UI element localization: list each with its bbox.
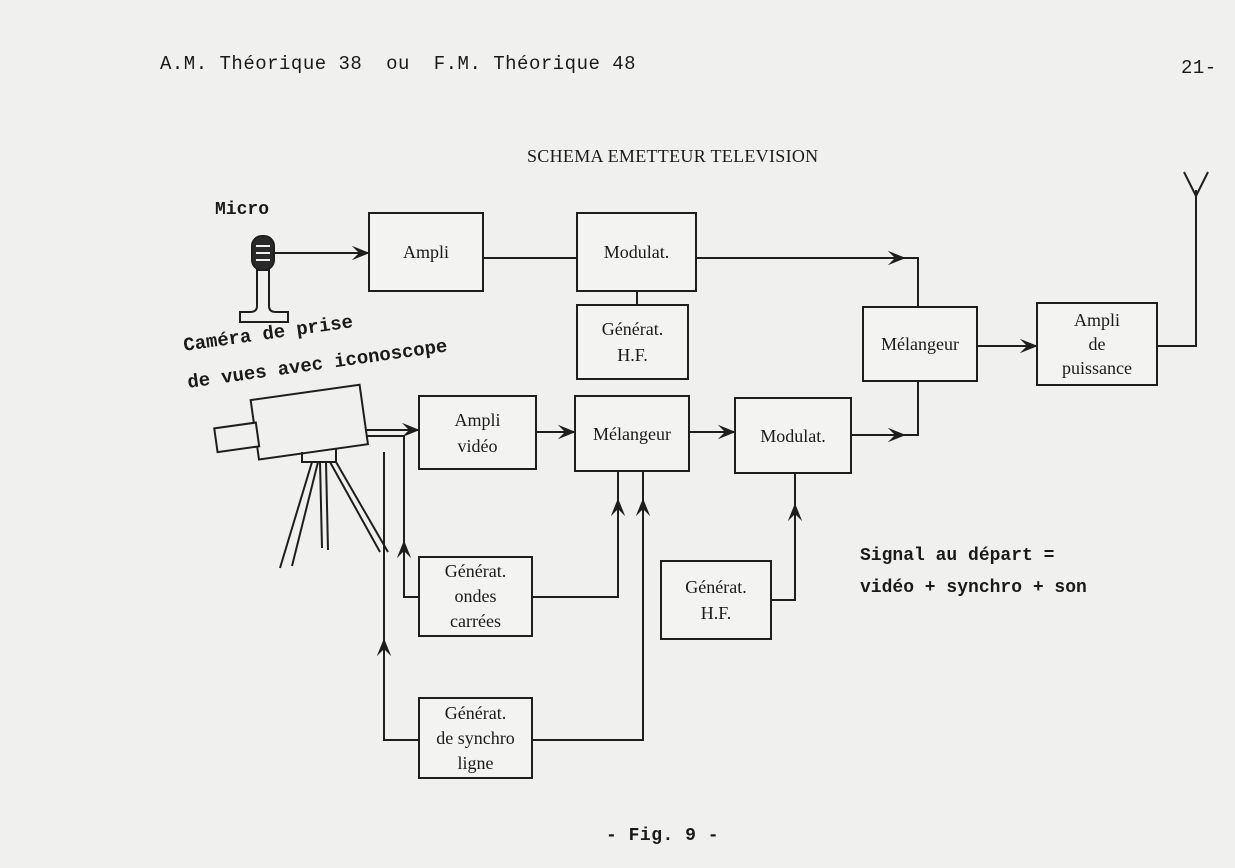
header-course-title: A.M. Théorique 38 ou F.M. Théorique 48 (160, 53, 637, 75)
box-generat-synchro-line2: de synchro (436, 727, 515, 748)
box-generat-ondes-line1: Générat. (444, 561, 507, 581)
wire-synchro-melangeur (533, 472, 644, 741)
box-generat-hf-bottom: Générat. H.F. (660, 560, 772, 640)
wire-antenna-mast (1158, 190, 1197, 347)
wire-synchro-camera (383, 452, 418, 741)
box-modulat-top-text: Modulat. (603, 242, 670, 262)
page-number: 21- (1181, 57, 1217, 79)
label-signal-line2: vidéo + synchro + son (860, 578, 1087, 598)
box-modulat-mid-text: Modulat. (760, 425, 826, 446)
box-ampli-video-line2: vidéo (457, 435, 498, 456)
box-generat-synchro: Générat. de synchro ligne (418, 697, 533, 779)
box-generat-ondes-line3: carrées (450, 611, 501, 631)
microphone-icon (239, 235, 289, 323)
box-generat-hf-top-line1: Générat. (601, 319, 664, 339)
box-ampli: Ampli (368, 212, 484, 292)
label-micro: Micro (215, 200, 270, 220)
wire-camera-ondes (365, 435, 418, 598)
box-ampli-puissance: Ampli de puissance (1036, 302, 1158, 386)
wire-modulat-melangeur-right (852, 382, 919, 436)
wire-hf-modulat (772, 474, 796, 601)
box-ampli-puissance-line2: de (1088, 334, 1106, 354)
box-generat-hf-bottom-line1: Générat. (685, 577, 747, 597)
figure-caption: - Fig. 9 - (606, 826, 720, 846)
box-generat-hf-bottom-line2: H.F. (700, 603, 732, 623)
box-ampli-video-line1: Ampli (454, 409, 501, 430)
box-generat-synchro-line1: Générat. (444, 702, 507, 723)
box-melangeur-mid-text: Mélangeur (593, 423, 671, 444)
box-modulat-mid: Modulat. (734, 397, 852, 474)
box-melangeur-right: Mélangeur (862, 306, 978, 382)
box-melangeur-mid: Mélangeur (574, 395, 690, 472)
wire-modulat-melangeur (697, 257, 919, 306)
wire-ondes-melangeur (533, 472, 619, 598)
box-modulat-top: Modulat. (576, 212, 697, 292)
camera-icon (213, 383, 389, 569)
box-ampli-text: Ampli (402, 242, 449, 262)
box-melangeur-right-text: Mélangeur (881, 334, 959, 354)
box-ampli-puissance-line1: Ampli (1073, 310, 1120, 330)
box-generat-ondes: Générat. ondes carrées (418, 556, 533, 637)
box-generat-synchro-line3: ligne (457, 752, 494, 773)
box-generat-ondes-line2: ondes (454, 586, 497, 606)
label-signal-line1: Signal au départ = (860, 546, 1055, 566)
diagram-title: SCHEMA EMETTEUR TELEVISION (527, 146, 819, 166)
box-ampli-puissance-line3: puissance (1062, 358, 1132, 378)
box-generat-hf-top-line2: H.F. (617, 345, 648, 365)
box-generat-hf-top: Générat. H.F. (576, 304, 689, 380)
antenna-icon (1183, 171, 1209, 199)
box-ampli-video: Ampli vidéo (418, 395, 537, 470)
